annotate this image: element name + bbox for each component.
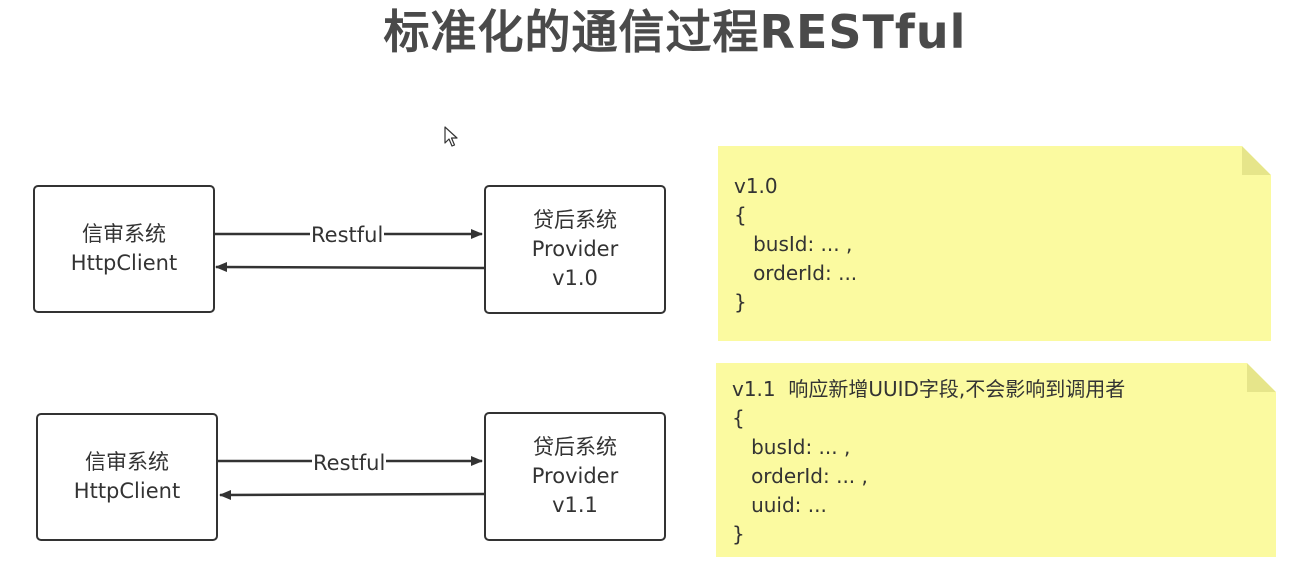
page-title: 标准化的通信过程RESTful <box>383 5 967 59</box>
client-type-2: HttpClient <box>73 479 181 503</box>
provider-type-2: Provider <box>531 464 619 488</box>
note-line: v1.0 <box>734 174 778 198</box>
client-name-2: 信审系统 <box>85 450 169 474</box>
version-note-2: v1.1 响应新增UUID字段,不会影响到调用者 { busId: ... , … <box>716 363 1276 557</box>
response-arrow-1 <box>215 262 485 273</box>
provider-name-2: 贷后系统 <box>533 435 617 459</box>
provider-box-2: 贷后系统 Provider v1.1 <box>484 412 666 541</box>
arrow-label-2: Restful <box>312 451 387 475</box>
note-line: { <box>734 203 747 227</box>
provider-type-1: Provider <box>531 237 619 261</box>
mouse-pointer-icon <box>444 126 458 147</box>
note-line: orderId: ... , <box>732 464 868 488</box>
arrow-label-1: Restful <box>310 223 385 247</box>
version-note-1: v1.0 { busId: ... , orderId: ... } <box>718 146 1271 341</box>
provider-version-2: v1.1 <box>552 493 598 517</box>
provider-version-1: v1.0 <box>552 266 598 290</box>
note-line: busId: ... , <box>734 232 853 256</box>
note-line: busId: ... , <box>732 435 851 459</box>
client-box-1: 信审系统 HttpClient <box>33 185 215 313</box>
note-line: orderId: ... <box>734 261 858 285</box>
note-line: } <box>734 290 747 314</box>
note-fold-corner-2 <box>1247 363 1276 392</box>
note-line: } <box>732 522 745 546</box>
note-line: { <box>732 406 745 430</box>
provider-box-1: 贷后系统 Provider v1.0 <box>484 185 666 314</box>
note-fold-corner-1 <box>1242 146 1271 175</box>
client-box-2: 信审系统 HttpClient <box>36 413 218 541</box>
note-line: v1.1 响应新增UUID字段,不会影响到调用者 <box>732 377 1126 401</box>
client-type-1: HttpClient <box>70 251 178 275</box>
client-name-1: 信审系统 <box>82 222 166 246</box>
response-arrow-2 <box>219 489 485 500</box>
provider-name-1: 贷后系统 <box>533 208 617 232</box>
note-line: uuid: ... <box>732 493 827 517</box>
